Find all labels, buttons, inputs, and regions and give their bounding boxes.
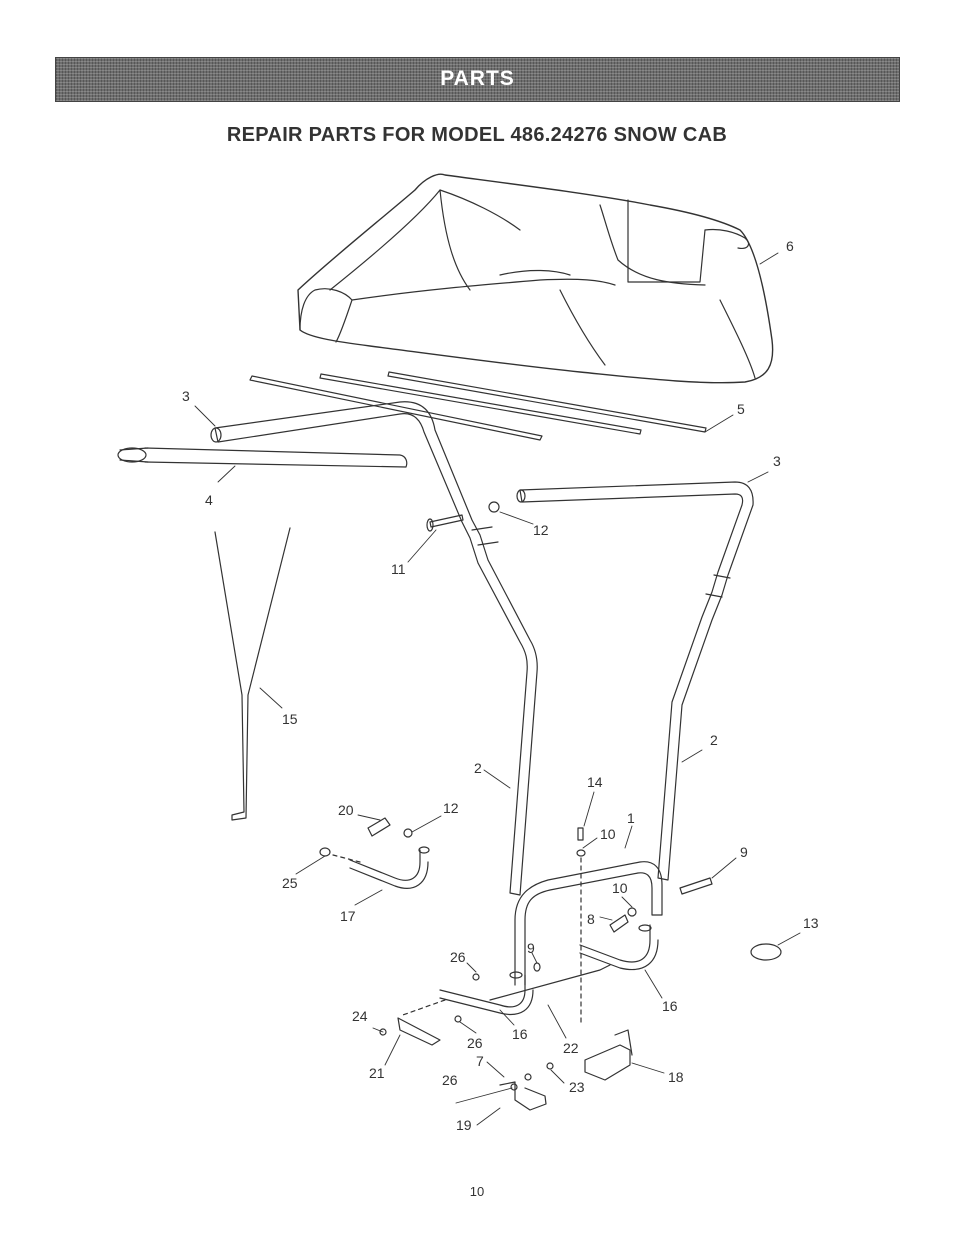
part-foot-18 bbox=[584, 1029, 633, 1081]
callout-label: 2 bbox=[474, 760, 482, 776]
callout-label: 18 bbox=[668, 1069, 684, 1085]
part-clip-21 bbox=[397, 1017, 441, 1046]
callout-label: 12 bbox=[533, 522, 549, 538]
part-bolt-11 bbox=[426, 514, 464, 532]
callout-label: 1 bbox=[627, 810, 635, 826]
callout-label: 26 bbox=[442, 1072, 458, 1088]
part-bar bbox=[117, 447, 408, 468]
part-lower-frame bbox=[514, 861, 663, 986]
callout-label: 14 bbox=[587, 774, 603, 790]
callout-label: 26 bbox=[467, 1035, 483, 1051]
callout-label: 20 bbox=[338, 802, 354, 818]
leader-lines bbox=[194, 252, 801, 1126]
part-left-frame bbox=[210, 401, 538, 896]
callout-label: 3 bbox=[182, 388, 190, 404]
callout-label: 10 bbox=[612, 880, 628, 896]
callout-label: 9 bbox=[740, 844, 748, 860]
callout-label: 25 bbox=[282, 875, 298, 891]
dashed-alignment-lines bbox=[332, 854, 582, 1026]
callout-label: 26 bbox=[450, 949, 466, 965]
part-bolt-9 bbox=[679, 877, 713, 895]
banner-title: PARTS bbox=[440, 67, 515, 90]
part-foot-19 bbox=[499, 1081, 547, 1111]
part-rods bbox=[249, 371, 707, 441]
callout-label: 17 bbox=[340, 908, 356, 924]
page-number: 10 bbox=[469, 1184, 485, 1199]
section-banner: PARTS bbox=[55, 57, 900, 102]
callout-label: 4 bbox=[205, 492, 213, 508]
part-bracket-17 bbox=[349, 846, 430, 889]
callout-label: 16 bbox=[662, 998, 678, 1014]
callout-label: 24 bbox=[352, 1008, 368, 1024]
callout-label: 15 bbox=[282, 711, 298, 727]
callout-label: 7 bbox=[476, 1053, 484, 1069]
callout-label: 21 bbox=[369, 1065, 385, 1081]
part-cover bbox=[297, 173, 774, 384]
callout-label: 2 bbox=[710, 732, 718, 748]
callout-label: 23 bbox=[569, 1079, 585, 1095]
part-wire bbox=[214, 527, 291, 821]
callout-label: 10 bbox=[600, 826, 616, 842]
page-title: REPAIR PARTS FOR MODEL 486.24276 SNOW CA… bbox=[226, 124, 728, 146]
callout-label: 13 bbox=[803, 915, 819, 931]
part-right-frame bbox=[516, 481, 754, 881]
callout-label: 8 bbox=[587, 911, 595, 927]
callout-label: 9 bbox=[527, 940, 535, 956]
part-lower-brackets bbox=[439, 924, 659, 1015]
callout-label: 16 bbox=[512, 1026, 528, 1042]
callout-label: 12 bbox=[443, 800, 459, 816]
part-nut-12 bbox=[488, 501, 500, 513]
callout-label: 19 bbox=[456, 1117, 472, 1133]
callout-label: 11 bbox=[391, 561, 406, 577]
callout-label: 6 bbox=[786, 238, 794, 254]
callout-label: 22 bbox=[563, 1040, 579, 1056]
callout-label: 3 bbox=[773, 453, 781, 469]
part-cap-13 bbox=[750, 943, 782, 961]
callout-numbers: 1 2 2 3 3 4 5 6 7 8 9 9 10 10 11 12 12 1… bbox=[182, 238, 819, 1133]
callout-label: 5 bbox=[737, 401, 745, 417]
